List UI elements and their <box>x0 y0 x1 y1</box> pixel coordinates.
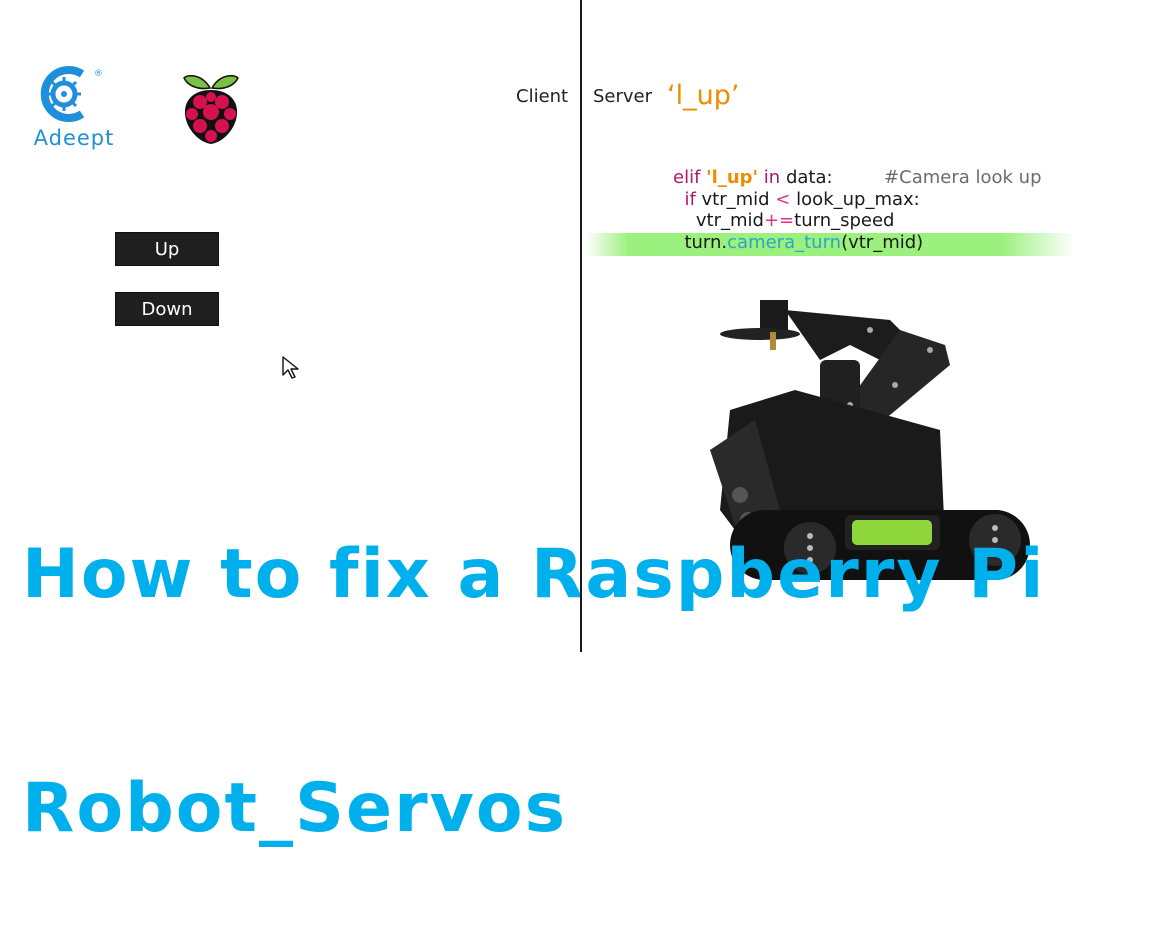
title-line-2: Robot_Servos <box>22 769 568 848</box>
adeept-wordmark: Adeept <box>33 126 115 150</box>
code-line-2: if vtr_mid < look_up_max: <box>684 188 920 210</box>
received-command: ‘l_up’ <box>667 80 740 111</box>
raspberry-pi-logo <box>180 70 242 146</box>
raspberry-pi-icon <box>183 74 239 144</box>
up-button[interactable]: Up <box>115 232 219 266</box>
pane-divider <box>580 0 582 652</box>
server-code-block: elif 'l_up' in data: #Camera look up if … <box>673 167 1042 253</box>
title-line-1: How to fix a Raspberry Pi <box>22 535 1046 614</box>
server-label: Server <box>593 86 653 107</box>
down-button[interactable]: Down <box>115 292 219 326</box>
code-line-3: vtr_mid+=turn_speed <box>695 210 895 231</box>
code-comment: #Camera look up <box>884 167 1042 188</box>
video-title: How to fix a Raspberry Pi Robot_Servos <box>22 380 1045 926</box>
robot-image <box>700 290 1040 590</box>
registered-mark: ® <box>94 69 103 79</box>
adeept-wheel-icon: ® <box>40 66 103 122</box>
code-line-4: turn.camera_turn(vtr_mid) <box>684 231 924 253</box>
code-line-highlight <box>585 233 1075 256</box>
code-line-1: elif 'l_up' in data: #Camera look up <box>673 167 1042 188</box>
mouse-cursor-icon <box>281 355 301 381</box>
client-label: Client <box>516 86 569 107</box>
adeept-logo: ® Adeept <box>22 64 126 154</box>
